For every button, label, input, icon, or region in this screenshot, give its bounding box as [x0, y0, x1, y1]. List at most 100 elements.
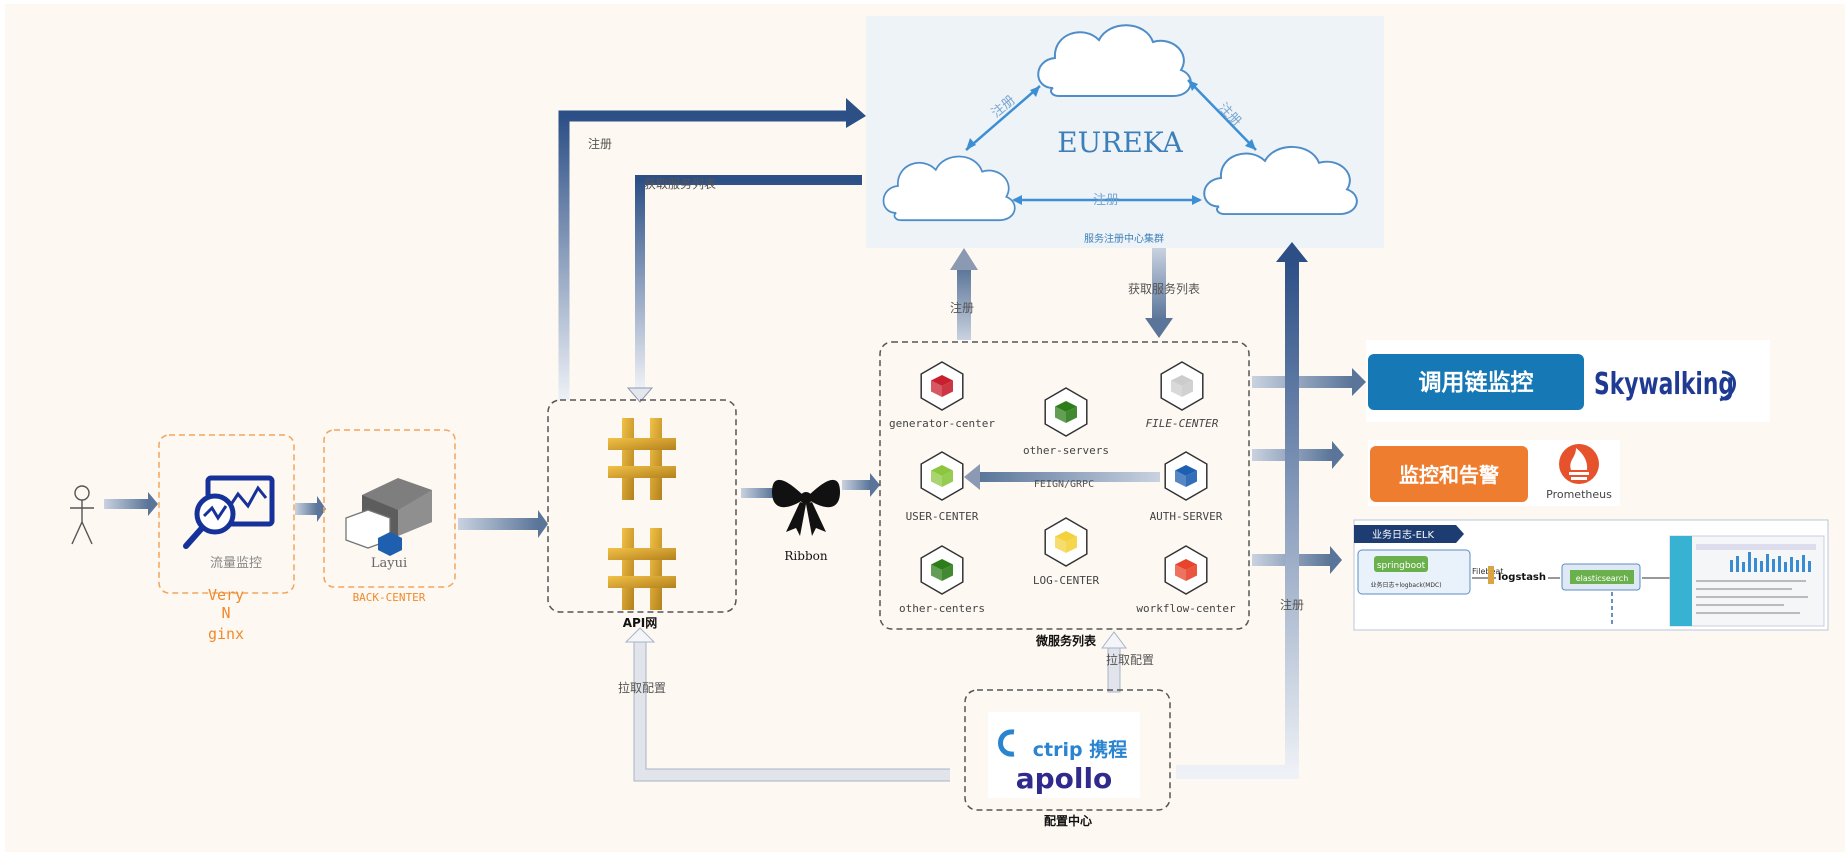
api-gateway-icon-top: [608, 418, 676, 500]
ms-register-label: 注册: [950, 300, 974, 315]
microservice-generator-center: generator-center: [889, 361, 995, 430]
pull-config-right-arrow: [1101, 631, 1127, 693]
gateway-fetch-label: 获取服务列表: [644, 176, 716, 191]
config-center-logo-bottom: apollo: [1016, 762, 1113, 795]
traffic-monitor-icon: [183, 475, 275, 549]
microservice-label: other-centers: [899, 602, 985, 615]
cube-icon-left: [1055, 536, 1066, 553]
back-center-title: BACK-CENTER: [353, 591, 426, 604]
back-center-node: Layui BACK-CENTER: [323, 429, 456, 604]
config-center-logo-top: ctrip 携程: [1033, 738, 1127, 761]
elk-monitor: 业务日志-ELK springboot 业务日志+logback(MDC) Fi…: [1353, 519, 1829, 631]
microservice-label: FILE-CENTER: [1146, 417, 1219, 430]
tracing-label: 调用链监控: [1419, 369, 1534, 396]
eureka-edge-bottom: 注册: [1093, 193, 1119, 208]
nginx-title-line-3: ginx: [208, 625, 244, 643]
eureka-cluster: EUREKA 注册 注册 注册 服务注册中心集群: [866, 16, 1384, 248]
tracing-badge: [1368, 354, 1584, 410]
microservice-label: other-servers: [1023, 444, 1109, 457]
microservice-label: LOG-CENTER: [1033, 574, 1100, 587]
cube-icon-right: [942, 380, 953, 397]
microservice-label: generator-center: [889, 417, 995, 430]
feign-label: FEIGN/GRPC: [1034, 479, 1094, 490]
microservice-label: workflow-center: [1136, 602, 1236, 615]
skywalking-swoosh-icon: [1719, 370, 1736, 402]
alerting-monitor: 监控和告警 Prometheus: [1368, 440, 1620, 506]
elk-logstash: logstash: [1498, 572, 1546, 583]
gateway-fetch-arrow: [626, 175, 862, 403]
microservice-auth-server: AUTH-SERVER: [1150, 451, 1223, 523]
microservice-user-center: USER-CENTER: [906, 451, 979, 523]
ms-fetch-arrow: [1145, 248, 1173, 338]
microservice-label: AUTH-SERVER: [1150, 510, 1223, 523]
bow-icon: [772, 479, 840, 536]
arrow-nginx-to-backcenter: [295, 496, 326, 522]
microservice-log-center: LOG-CENTER: [1033, 517, 1100, 587]
alerting-label: 监控和告警: [1399, 463, 1499, 487]
logstash-icon: [1488, 566, 1494, 584]
arrow-gateway-to-ribbon: [741, 488, 773, 498]
eureka-title: EUREKA: [1057, 126, 1183, 159]
feign-arrow: [964, 464, 1160, 490]
config-register-label: 注册: [1280, 597, 1304, 612]
cube-icon-right: [1066, 536, 1077, 553]
nginx-title-line-2: N: [221, 604, 230, 622]
cube-icon-right: [942, 470, 953, 487]
cube-icon-right: [1186, 470, 1197, 487]
config-register-arrow: [1176, 242, 1308, 779]
cube-icon-right: [942, 564, 953, 581]
microservice-other-centers: other-centers: [899, 545, 985, 615]
prometheus-icon: [1559, 444, 1599, 484]
pull-config-left-label: 拉取配置: [618, 680, 666, 695]
ribbon-node: Ribbon: [772, 479, 840, 563]
cube-icon-right: [1066, 406, 1077, 423]
cube-icon-left: [1175, 564, 1186, 581]
kibana-screenshot: [1669, 535, 1825, 627]
elk-elasticsearch: elasticsearch: [1576, 574, 1629, 583]
prometheus-brand: Prometheus: [1546, 488, 1612, 501]
arrow-backcenter-to-gateway: [458, 510, 548, 538]
cube-icon-left: [931, 564, 942, 581]
elk-title: 业务日志-ELK: [1372, 528, 1434, 541]
config-center-node: ctrip 携程 apollo 配置中心: [964, 689, 1171, 828]
api-gateway-icon-bottom: [608, 528, 676, 610]
ctrip-logo-icon: [998, 729, 1015, 757]
back-center-label: Layui: [371, 556, 407, 571]
cube-icon-left: [1055, 406, 1066, 423]
cube-icon-left: [931, 380, 942, 397]
cube-icon-left: [1175, 470, 1186, 487]
api-gateway-node: API网: [547, 399, 737, 630]
tracing-monitor: 调用链监控 Skywalking: [1366, 340, 1770, 422]
nginx-node: 流量监控 Very N ginx: [158, 434, 295, 643]
ribbon-label: Ribbon: [784, 549, 827, 563]
boxes-icon: [345, 478, 432, 556]
cube-icon-left: [931, 470, 942, 487]
gateway-register-arrow: [558, 98, 866, 400]
microservice-other-servers: other-servers: [1023, 387, 1109, 457]
microservice-label: USER-CENTER: [906, 510, 979, 523]
arrow-user-to-nginx: [104, 492, 158, 516]
arrow-to-tracing: [1252, 368, 1366, 396]
nginx-title-line-1: Very: [208, 586, 244, 604]
microservice-workflow-center: workflow-center: [1136, 545, 1236, 615]
elk-springboot: springboot: [1377, 561, 1426, 571]
pull-config-right-label: 拉取配置: [1106, 652, 1154, 667]
elk-filebeat: Filebeat: [1472, 567, 1503, 576]
microservices-node: generator-center other-servers FILE-CENTER…: [879, 341, 1250, 648]
api-gateway-label: API网: [623, 616, 658, 630]
microservice-file-center: FILE-CENTER: [1146, 361, 1219, 430]
arrow-ribbon-to-microservices: [842, 473, 880, 497]
microservices-title: 微服务列表: [1035, 633, 1097, 648]
eureka-caption: 服务注册中心集群: [1084, 232, 1164, 245]
elk-springboot-sub: 业务日志+logback(MDC): [1370, 581, 1441, 589]
cube-icon-right: [1182, 380, 1193, 397]
ms-register-arrow: [950, 248, 978, 340]
person-icon: [70, 485, 94, 545]
nginx-label: 流量监控: [210, 556, 262, 571]
cube-icon-left: [1171, 380, 1182, 397]
skywalking-brand: Skywalking: [1594, 367, 1734, 402]
pull-config-left-arrow: [624, 627, 950, 782]
gateway-register-label: 注册: [588, 136, 612, 151]
config-center-title: 配置中心: [1044, 813, 1092, 828]
cube-icon-right: [1186, 564, 1197, 581]
